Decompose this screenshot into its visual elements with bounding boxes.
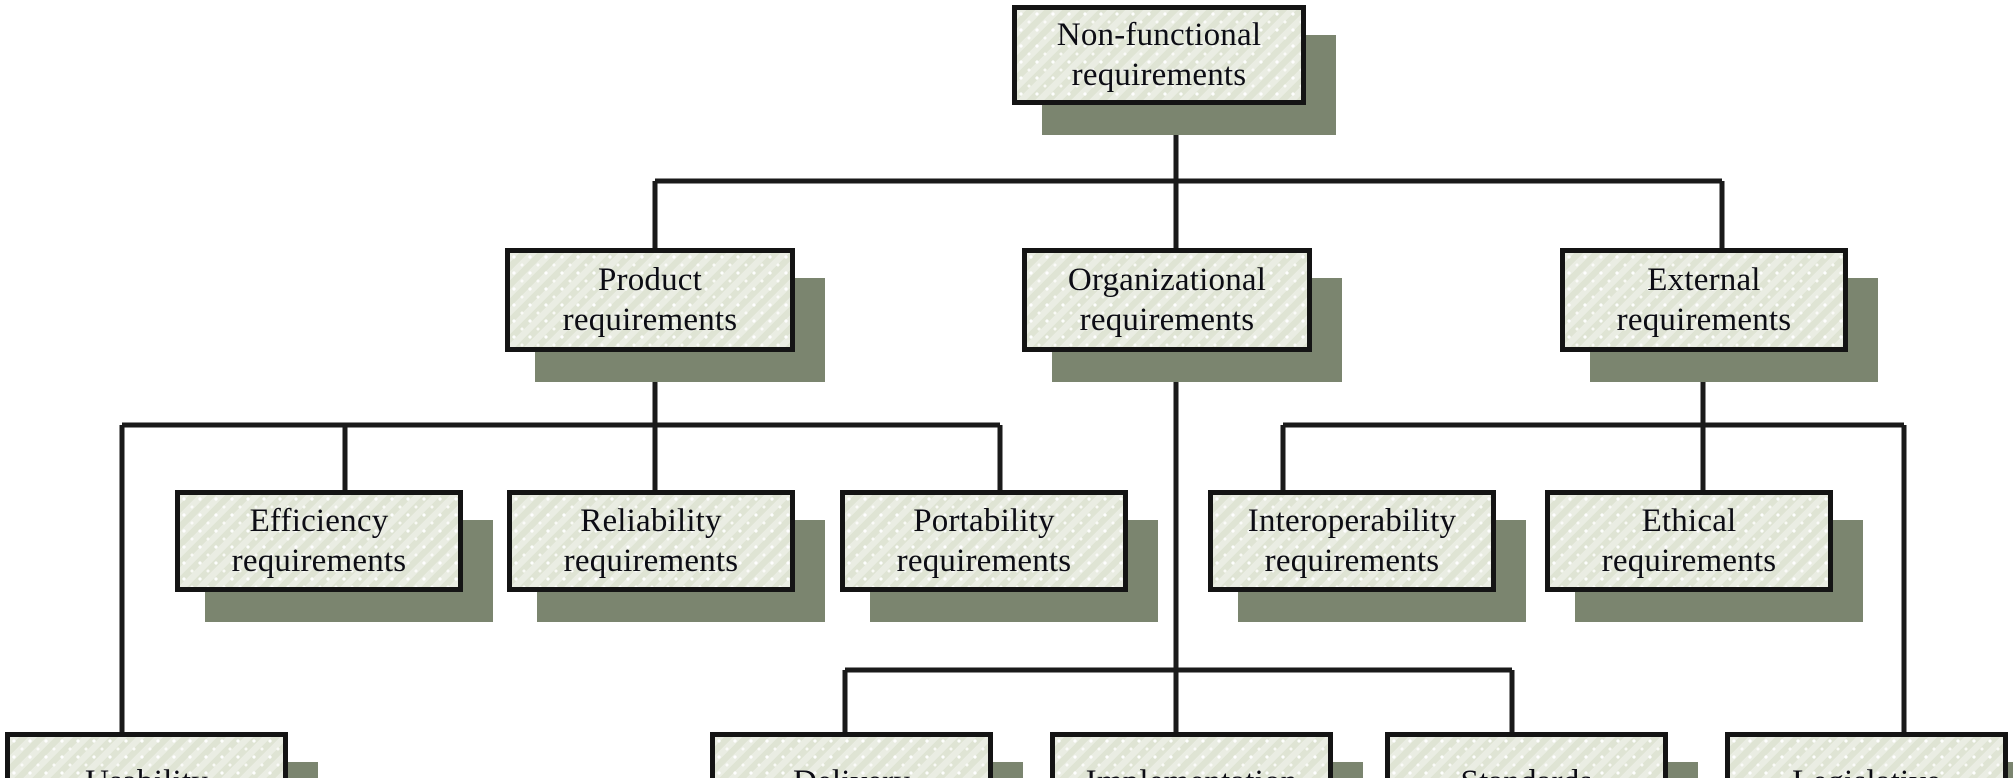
node-label: Delivery — [787, 762, 916, 778]
node-label: Organizational requirements — [1067, 261, 1267, 338]
node-legislative[interactable]: Legislative — [1725, 732, 2008, 778]
node-label: Interoperability requirements — [1247, 502, 1457, 579]
node-label: External requirements — [1616, 261, 1792, 338]
node-reliability[interactable]: Reliability requirements — [507, 490, 795, 592]
node-product[interactable]: Product requirements — [505, 248, 795, 352]
node-label: Reliability requirements — [563, 502, 739, 579]
node-delivery[interactable]: Delivery — [710, 732, 993, 778]
node-label: Ethical requirements — [1601, 502, 1777, 579]
node-organizational[interactable]: Organizational requirements — [1022, 248, 1312, 352]
node-label: Product requirements — [562, 261, 738, 338]
node-standards[interactable]: Standards — [1385, 732, 1668, 778]
node-usability[interactable]: Usability — [5, 732, 288, 778]
node-external[interactable]: External requirements — [1560, 248, 1848, 352]
node-label: Efficiency requirements — [231, 502, 407, 579]
node-nfr[interactable]: Non-functional requirements — [1012, 5, 1306, 105]
node-interoperability[interactable]: Interoperability requirements — [1208, 490, 1496, 592]
node-label: Implementation — [1080, 762, 1304, 778]
node-implementation[interactable]: Implementation — [1050, 732, 1333, 778]
node-ethical[interactable]: Ethical requirements — [1545, 490, 1833, 592]
node-label: Standards — [1455, 762, 1599, 778]
node-portability[interactable]: Portability requirements — [840, 490, 1128, 592]
node-efficiency[interactable]: Efficiency requirements — [175, 490, 463, 592]
node-label: Usability — [79, 762, 214, 778]
node-label: Portability requirements — [896, 502, 1072, 579]
node-label: Legislative — [1786, 762, 1947, 778]
node-label: Non-functional requirements — [1056, 16, 1262, 93]
